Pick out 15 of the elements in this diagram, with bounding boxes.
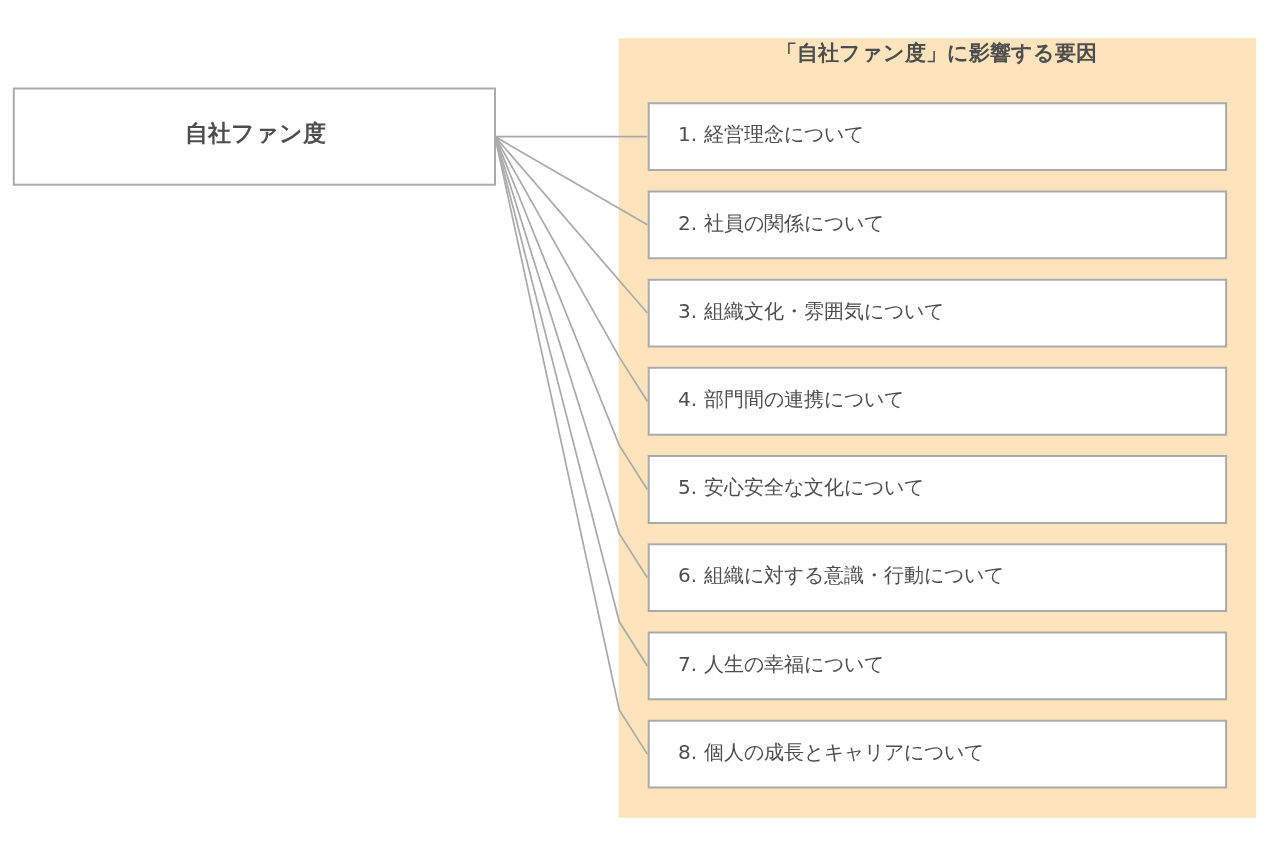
node-box: 1. 経営理念について: [647, 102, 1228, 172]
connector: [494, 135, 649, 403]
node-box: 自社ファン度: [12, 87, 496, 186]
connector: [494, 135, 649, 314]
connector: [494, 135, 649, 491]
node-box: 5. 安心安全な文化について: [647, 455, 1228, 524]
node-box: 7. 人生の幸福について: [647, 631, 1228, 701]
connector: [494, 135, 649, 579]
node-box: 4. 部門間の連携について: [647, 366, 1228, 436]
connector: [494, 135, 649, 226]
connector: [494, 135, 649, 138]
node-box: 8. 個人の成長とキャリアについて: [647, 719, 1228, 789]
node-box: 3. 組織文化・雰囲気について: [647, 278, 1228, 348]
node-box: 6. 組織に対する意識・行動について: [647, 543, 1228, 613]
node-box: 2. 社員の関係について: [647, 190, 1228, 260]
